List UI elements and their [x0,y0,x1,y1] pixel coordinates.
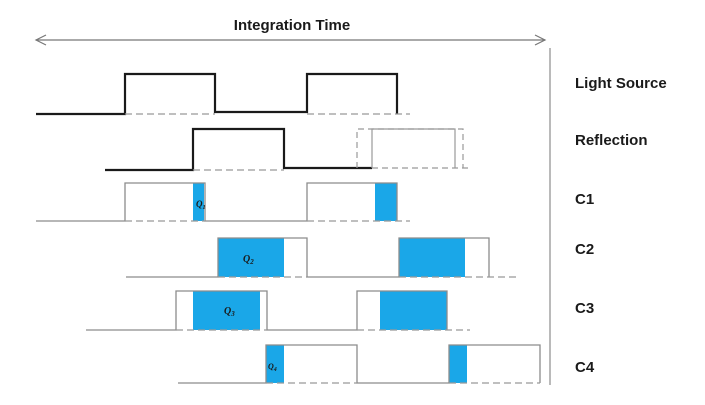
row-label-reflection: Reflection [575,132,648,149]
c3-waveform [86,290,470,331]
light-source-waveform [36,72,410,116]
q3-charge [193,291,260,330]
q1-label: Q1 [196,199,206,211]
integration-time-arrow [34,34,547,46]
q2-label: Q2 [243,254,254,266]
c4-second-charge [449,345,467,383]
row-label-c2: C2 [575,241,594,258]
q4-label: Q4 [268,362,277,373]
q1-charge [193,183,204,221]
c4-waveform [178,344,541,384]
row-label-light-source: Light Source [575,75,667,92]
c2-waveform [126,237,520,278]
row-label-c3: C3 [575,300,594,317]
c1-waveform [36,182,410,222]
c2-second-charge [399,238,465,277]
integration-time-title: Integration Time [234,17,350,34]
row-label-c1: C1 [575,191,594,208]
reflection-waveform [105,127,470,172]
c3-second-charge [380,291,447,330]
q3-label: Q3 [224,306,235,318]
q4-charge [266,345,284,383]
c1-second-charge [375,183,397,221]
q2-charge [218,238,284,277]
row-label-c4: C4 [575,359,595,376]
